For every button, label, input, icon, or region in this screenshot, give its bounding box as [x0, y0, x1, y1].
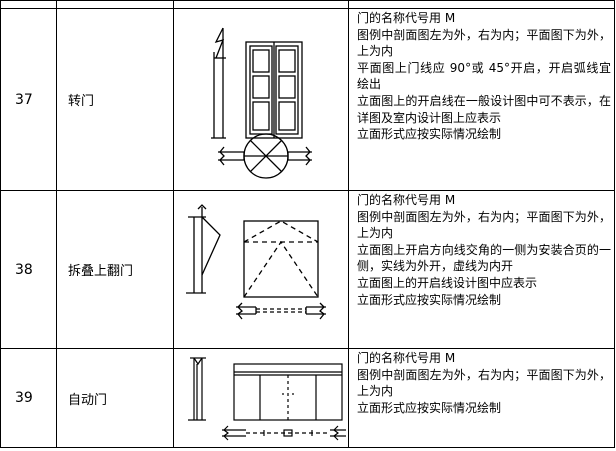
table-row: 37 转门	[0, 8, 615, 191]
description-line: 立面形式应按实际情况绘制	[357, 127, 502, 142]
description-cell: 门的名称代号用 M 图例中剖面图左为外，右为内；平面图下为外，上为内 立面图上开…	[348, 190, 615, 349]
description-line: 立面图上的开启线设计图中应表示	[357, 275, 538, 290]
description-line: 门的名称代号用 M	[357, 11, 456, 25]
door-name: 自动门	[56, 348, 174, 448]
row-number: 38	[0, 190, 57, 349]
door-name: 拆叠上翻门	[56, 190, 174, 349]
description-line: 立面形式应按实际情况绘制	[357, 292, 502, 307]
description-line: 立面形式应按实际情况绘制	[357, 400, 502, 415]
folding-overhead-door-symbol-icon	[173, 190, 349, 349]
description-line: 平面图上门线应 90°或 45°开启，开启弧线宜绘出	[357, 60, 611, 92]
description-line: 图例中剖面图左为外，右为内；平面图下为外，上为内	[357, 367, 611, 399]
description-line: 门的名称代号用 M	[357, 351, 456, 365]
door-name: 转门	[56, 8, 174, 191]
row-number: 39	[0, 348, 57, 448]
description-line: 图例中剖面图左为外，右为内；平面图下为外，上为内	[357, 209, 611, 241]
table-row: 38 拆叠上翻门	[0, 190, 615, 349]
description-cell: 门的名称代号用 M 图例中剖面图左为外，右为内；平面图下为外，上为内 平面图上门…	[348, 8, 615, 191]
description-cell: 门的名称代号用 M 图例中剖面图左为外，右为内；平面图下为外，上为内 立面形式应…	[348, 348, 615, 448]
row-number: 37	[0, 8, 57, 191]
revolving-door-symbol-icon	[173, 8, 349, 191]
table-row: 39 自动门	[0, 348, 615, 448]
description-line: 立面图上开启方向线交角的一侧为安装合页的一侧，实线为外开，虚线为内开	[357, 242, 611, 274]
description-line: 门的名称代号用 M	[357, 193, 456, 207]
description-line: 图例中剖面图左为外，右为内；平面图下为外，上为内	[357, 27, 611, 59]
automatic-door-symbol-icon	[173, 348, 349, 448]
table-row-top-continuation	[0, 0, 615, 9]
description-line: 立面图上的开启线在一般设计图中可不表示，在详图及室内设计图上应表示	[357, 93, 611, 125]
